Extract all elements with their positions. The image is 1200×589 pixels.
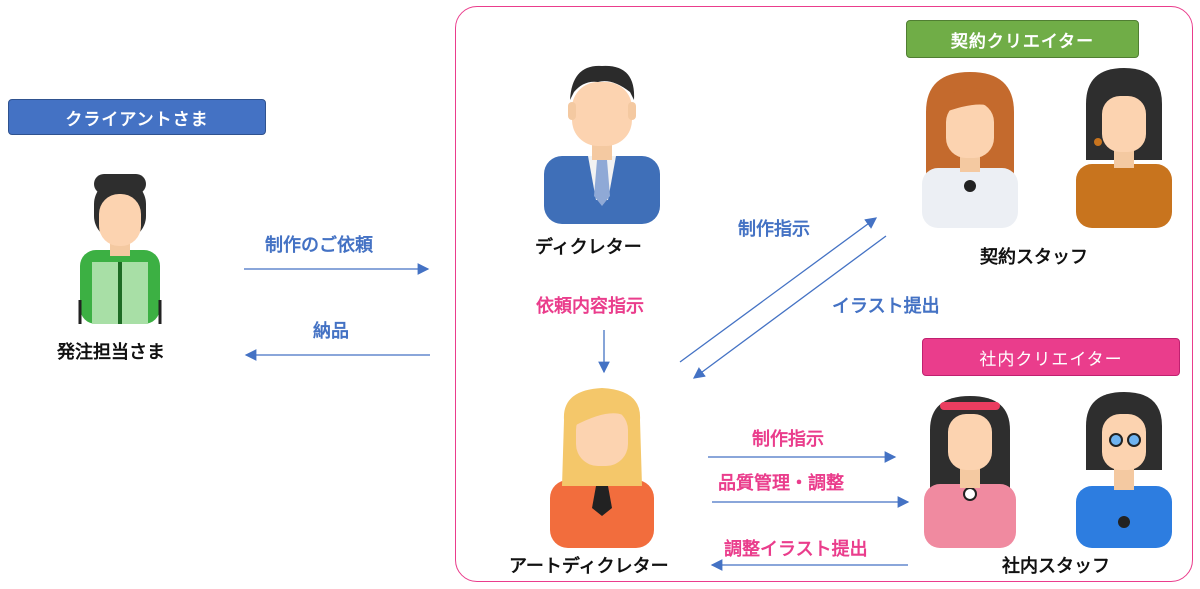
contract-creator-badge: 契約クリエイター [906, 20, 1139, 58]
client-person-label: 発注担当さま [57, 342, 165, 363]
agency-frame [455, 6, 1193, 582]
inhouse-instruction-label: 制作指示 [752, 429, 824, 450]
director-person-icon [544, 65, 660, 224]
client-badge: クライアントさま [8, 99, 266, 135]
inhouse-staff-2-icon [1076, 392, 1172, 548]
contract-staff-label: 契約スタッフ [980, 247, 1088, 268]
arrow-from-contract [692, 235, 887, 379]
inhouse-staff-label: 社内スタッフ [1002, 556, 1110, 577]
inhouse-staff-1-icon [924, 396, 1016, 548]
request-label: 制作のご依頼 [265, 235, 373, 256]
arrow-to-contract [679, 217, 878, 363]
contract-instruction-label: 制作指示 [738, 219, 810, 240]
contract-staff-2-icon [1076, 68, 1172, 228]
director-instruction-label: 依頼内容指示 [536, 296, 644, 317]
art-director-label: アートディクレター [509, 556, 669, 577]
director-label: ディクレター [535, 237, 642, 258]
client-person-icon [78, 174, 162, 324]
inhouse-submit-label: 調整イラスト提出 [724, 539, 868, 560]
contract-submit-label: イラスト提出 [832, 296, 940, 317]
delivery-label: 納品 [313, 321, 349, 342]
inhouse-quality-label: 品質管理・調整 [718, 473, 844, 494]
inhouse-creator-badge: 社内クリエイター [922, 338, 1180, 376]
contract-staff-1-icon [922, 72, 1018, 228]
art-director-person-icon [550, 388, 654, 548]
